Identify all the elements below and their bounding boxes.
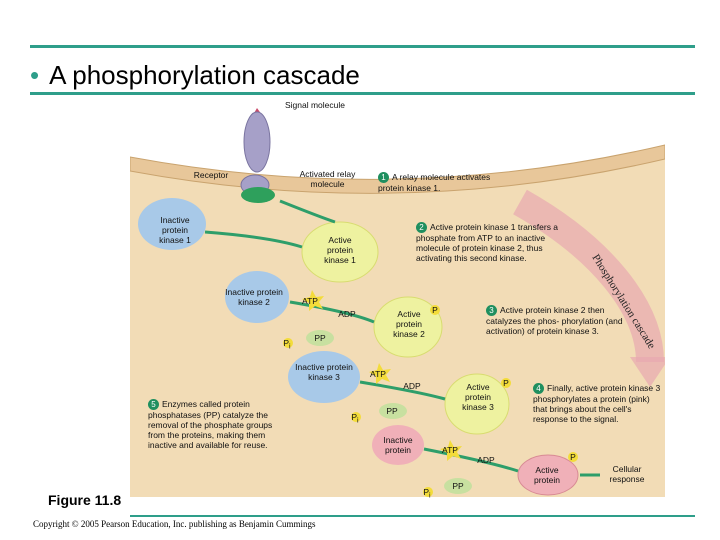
phosphate-protein <box>568 452 578 462</box>
active-pk3-shape <box>444 373 510 435</box>
top-rule <box>30 45 695 48</box>
pp-label-1: PP <box>314 333 326 343</box>
arrow-relay-to-pk1 <box>279 199 336 224</box>
active-pk2-label: Active protein kinase 2 <box>393 309 425 339</box>
diagram-panel: Phosphorylation cascade Signal molecule … <box>130 97 665 500</box>
pp-shape-1 <box>306 330 334 346</box>
figure-label: Figure 11.8 <box>48 492 122 508</box>
inactive-protein-label: Inactive protein <box>383 435 413 455</box>
atp-star-1 <box>302 290 324 311</box>
active-protein-shape <box>517 454 579 496</box>
active-pk3-label: Active protein kinase 3 <box>462 382 494 412</box>
arrow-pk1-activation <box>204 230 303 249</box>
p-label-pk2: P <box>432 305 438 315</box>
arrow-pk2-activation <box>289 300 375 324</box>
signal-molecule-label: Signal molecule <box>284 100 345 110</box>
cascade-arrowhead <box>630 357 665 387</box>
atp-label-1: ATP <box>302 296 318 306</box>
active-pk1-label: Active protein kinase 1 <box>324 235 356 265</box>
pi-label-1: Pi <box>283 338 291 351</box>
pp-label-3: PP <box>452 481 464 491</box>
active-pk1-shape <box>301 221 379 283</box>
receptor-shape <box>243 111 271 173</box>
pi-label-2: Pi <box>351 412 359 425</box>
phosphate-pk2 <box>430 305 440 315</box>
atp-label-2: ATP <box>370 369 386 379</box>
activated-relay-label: Activated relay molecule <box>299 169 356 189</box>
inactive-pk3-shape <box>288 351 360 403</box>
phosphate-pi-3 <box>423 487 433 497</box>
arrow-pk3-activation <box>359 380 446 401</box>
adp-label-3: ADP <box>477 455 495 465</box>
adp-label-2: ADP <box>403 381 421 391</box>
atp-star-3 <box>440 440 462 461</box>
step2-badge: 2 <box>416 222 427 233</box>
slide-title: •A phosphorylation cascade <box>30 60 360 90</box>
inactive-pk3-label: Inactive protein kinase 3 <box>295 362 353 382</box>
relay-molecule-shape <box>241 187 275 203</box>
copyright-notice: Copyright © 2005 Pearson Education, Inc.… <box>33 519 316 529</box>
adp-label-1: ADP <box>338 309 356 319</box>
pp-label-2: PP <box>386 406 398 416</box>
atp-star-2 <box>369 363 391 384</box>
step1-badge: 1 <box>378 172 389 183</box>
arrow-protein-activation <box>423 447 519 473</box>
phosphate-pk3 <box>501 378 511 388</box>
pi-label-3: Pi <box>423 487 431 500</box>
phosphate-pi-2 <box>351 412 361 422</box>
inactive-pk1-label: Inactive protein kinase 1 <box>159 215 191 245</box>
inactive-pk2-shape <box>225 271 289 323</box>
receptor-label: Receptor <box>193 170 229 180</box>
inactive-pk1-shape <box>138 198 206 250</box>
p-label-pk3: P <box>503 378 509 388</box>
step4-badge: 4 <box>533 383 544 394</box>
active-pk2-shape <box>373 296 443 358</box>
step3-badge: 3 <box>486 305 497 316</box>
bottom-rule <box>130 515 695 517</box>
cellular-response-label: Cellular response <box>609 464 645 484</box>
phosphate-pi-1 <box>283 338 293 348</box>
cascade-arrow <box>513 189 664 363</box>
active-protein-label: Active protein <box>534 465 560 485</box>
pp-shape-3 <box>444 478 472 494</box>
inactive-protein-shape <box>372 425 424 465</box>
inactive-pk2-label: Inactive protein kinase 2 <box>225 287 283 307</box>
title-rule <box>30 92 695 95</box>
atp-label-3: ATP <box>442 445 458 455</box>
cascade-diagram: Phosphorylation cascade <box>130 97 665 497</box>
step5-badge: 5 <box>148 399 159 410</box>
pp-shape-2 <box>379 403 407 419</box>
p-label-protein: P <box>570 452 576 462</box>
